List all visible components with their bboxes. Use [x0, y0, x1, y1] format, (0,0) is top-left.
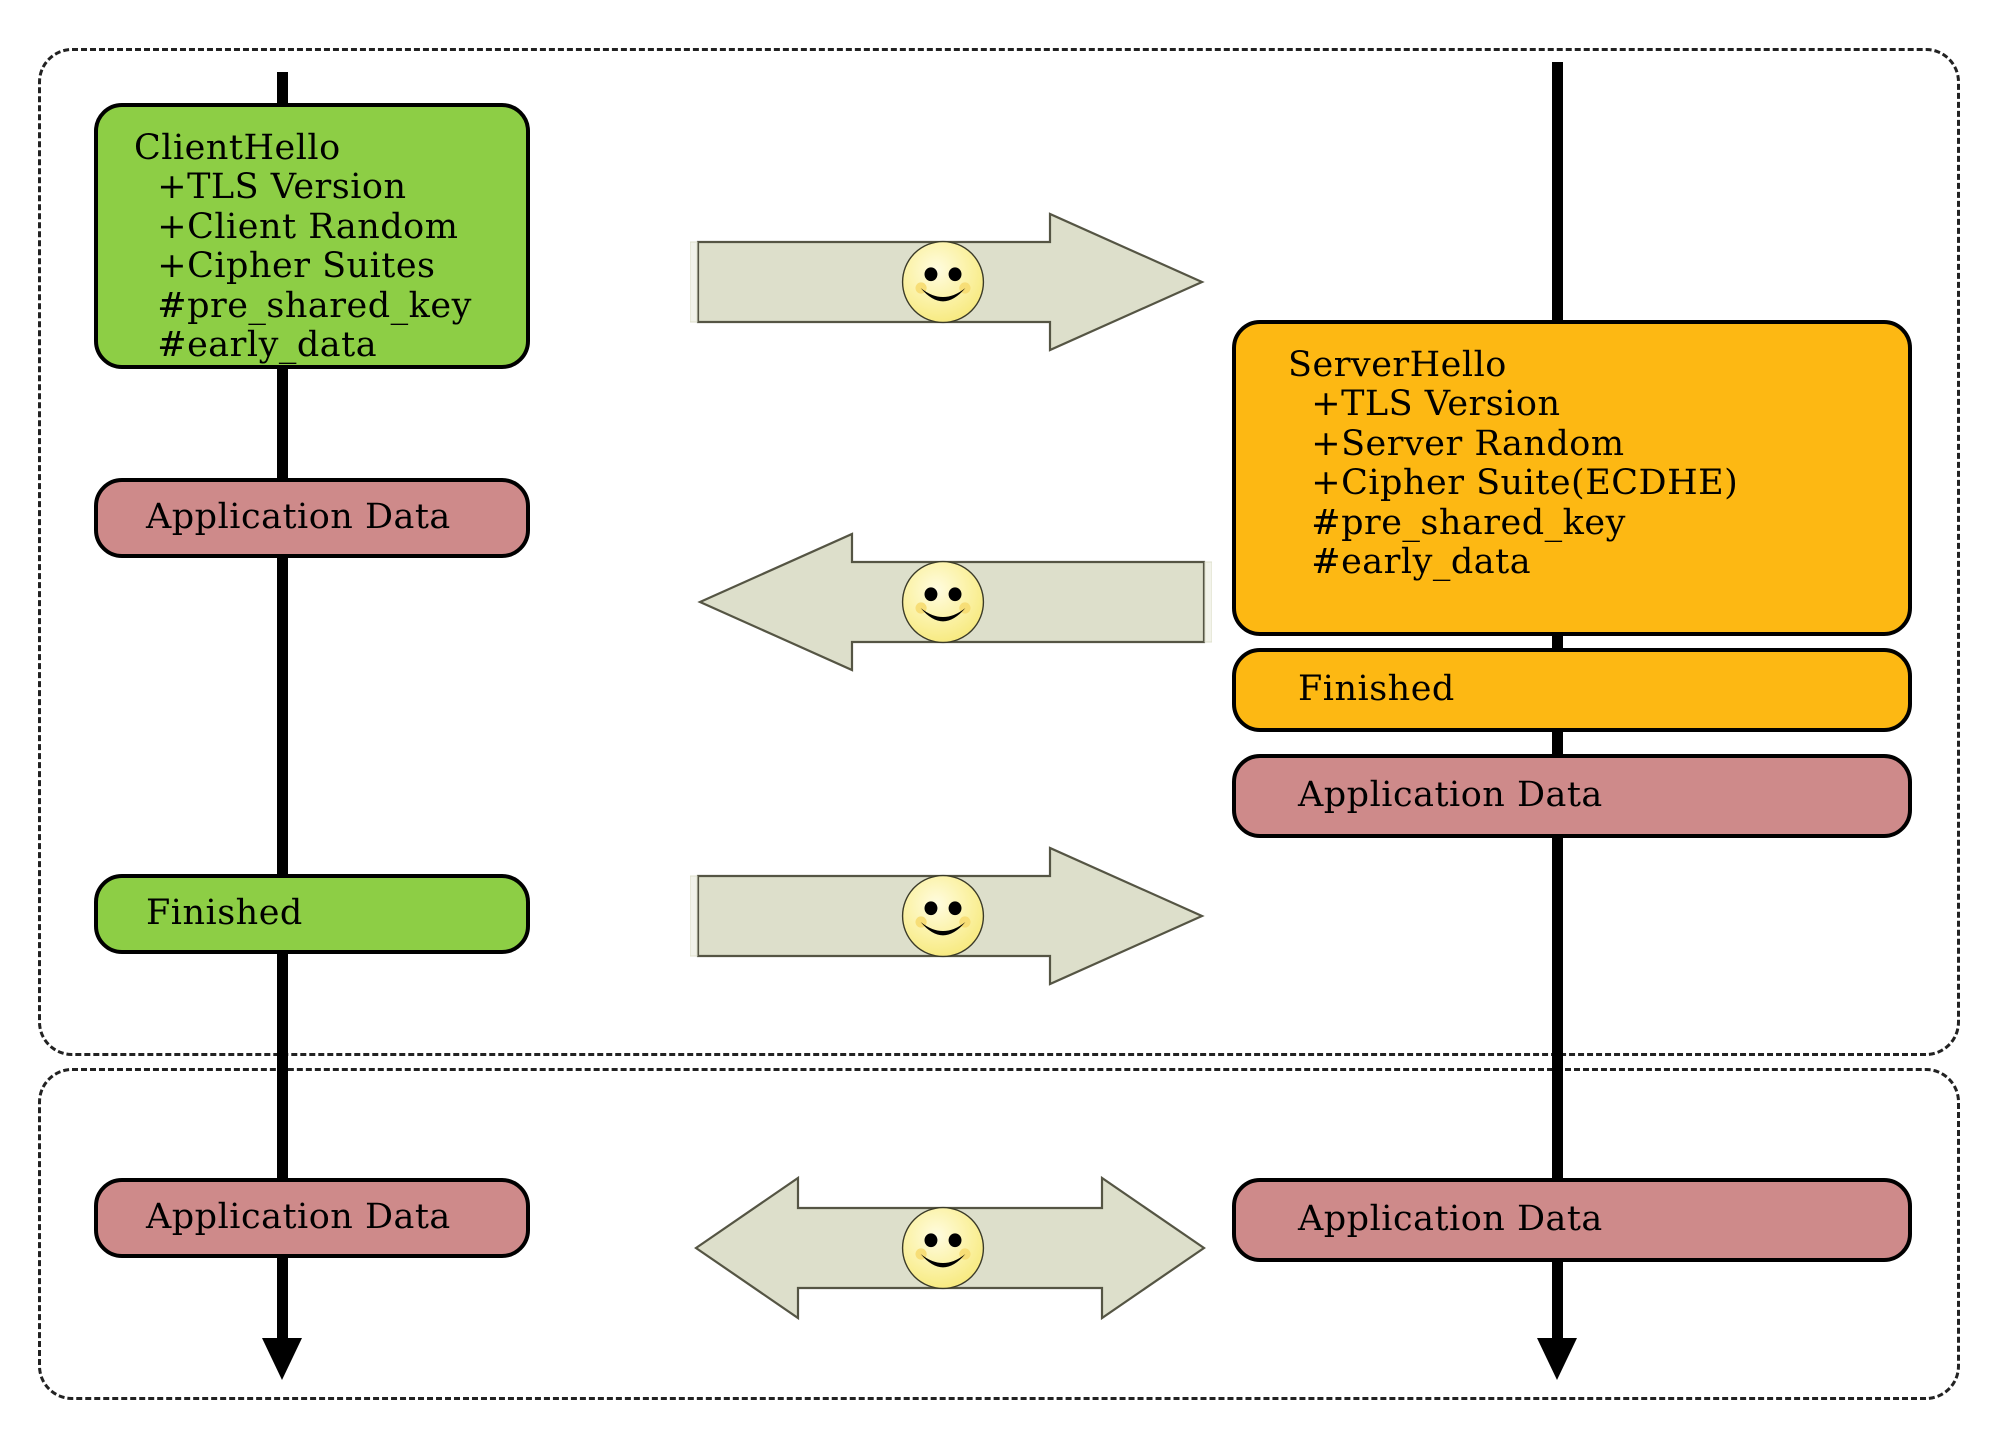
- client-application-data-2-text: Application Data: [146, 1197, 451, 1238]
- client-finished-box[interactable]: Finished: [94, 874, 530, 954]
- smiley-icon: [901, 1206, 985, 1290]
- client-hello-box[interactable]: ClientHello +TLS Version +Client Random …: [94, 103, 530, 369]
- server-application-data-2-box[interactable]: Application Data: [1232, 1178, 1912, 1262]
- client-application-data-1-text: Application Data: [146, 497, 451, 538]
- client-lifeline: [277, 72, 288, 1344]
- server-lifeline-arrowhead-icon: [1537, 1338, 1577, 1380]
- smiley-icon: [901, 560, 985, 644]
- server-finished-text: Finished: [1298, 669, 1455, 710]
- application-data-phase-panel: [38, 1068, 1960, 1400]
- server-hello-text: ServerHello +TLS Version +Server Random …: [1288, 345, 1739, 582]
- client-application-data-1-box[interactable]: Application Data: [94, 478, 530, 558]
- server-application-data-1-text: Application Data: [1298, 775, 1603, 816]
- smiley-icon: [901, 240, 985, 324]
- client-lifeline-arrowhead-icon: [262, 1338, 302, 1380]
- server-application-data-1-box[interactable]: Application Data: [1232, 754, 1912, 838]
- server-hello-box[interactable]: ServerHello +TLS Version +Server Random …: [1232, 320, 1912, 636]
- client-finished-text: Finished: [146, 893, 303, 934]
- client-application-data-2-box[interactable]: Application Data: [94, 1178, 530, 1258]
- client-hello-text: ClientHello +TLS Version +Client Random …: [134, 128, 472, 365]
- server-finished-box[interactable]: Finished: [1232, 648, 1912, 732]
- server-application-data-2-text: Application Data: [1298, 1199, 1603, 1240]
- smiley-icon: [901, 874, 985, 958]
- handshake-phase-panel: [38, 48, 1960, 1056]
